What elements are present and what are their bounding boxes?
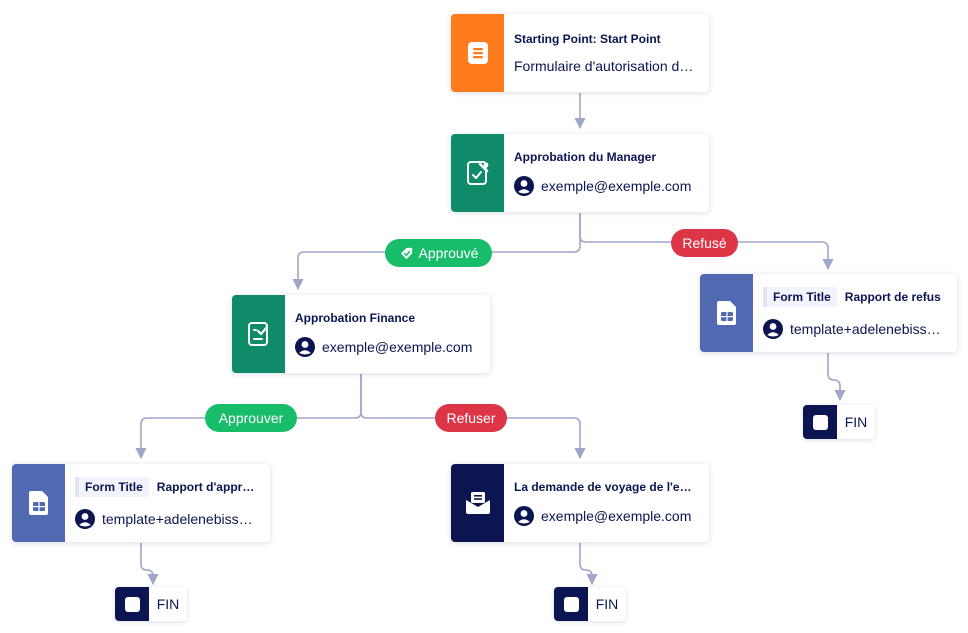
document-icon: [467, 42, 488, 64]
refused-report-email: template+adelenebissonnette: [790, 321, 947, 337]
manager-approval-icon-box: [451, 134, 504, 212]
end-node-label: FIN: [844, 414, 868, 430]
user-avatar-icon: [514, 506, 534, 526]
email-notification-icon-box: [451, 464, 504, 542]
refused-report-icon-box: [700, 274, 753, 352]
refused-report-assignee: template+adelenebissonnette: [763, 319, 947, 339]
end-node-label: FIN: [595, 596, 619, 612]
clipboard-check-icon: [247, 322, 268, 346]
pen-check-icon: [466, 161, 488, 185]
connector-report-refused-to-fin: [827, 353, 846, 402]
start-node-form-name: Formulaire d'autorisation de voyage: [514, 58, 699, 74]
branch-refused-label: Refusé: [682, 235, 727, 251]
refused-report-form-name: Rapport de refus: [844, 290, 941, 304]
user-avatar-icon: [75, 509, 95, 529]
finance-approval-icon-box: [232, 295, 285, 373]
branch-refused-pill[interactable]: Refusé: [671, 229, 738, 257]
form-table-icon: [716, 301, 736, 325]
end-node-approved-branch[interactable]: FIN: [115, 587, 187, 621]
manager-approval-email: exemple@exemple.com: [541, 178, 692, 194]
branch-refuse-label: Refuser: [446, 410, 496, 426]
manager-approval-title: Approbation du Manager: [514, 150, 656, 164]
stop-icon: [554, 587, 588, 621]
form-table-icon: [28, 491, 48, 515]
stop-icon: [115, 587, 149, 621]
user-avatar-icon: [295, 337, 315, 357]
branch-approve-label: Approuver: [218, 410, 284, 426]
approved-report-form-name: Rapport d'approbation: [156, 480, 260, 494]
tag-check-icon: [400, 247, 412, 259]
branch-refuse-pill[interactable]: Refuser: [435, 404, 507, 432]
approved-report-assignee: template+adelenebissonnette: [75, 509, 260, 529]
approved-report-email: template+adelenebissonnette: [102, 511, 260, 527]
branch-approved-pill[interactable]: Approuvé: [385, 239, 492, 267]
end-node-refused-branch[interactable]: FIN: [803, 405, 875, 439]
form-title-tag: Form Title: [763, 287, 837, 307]
manager-approval-assignee: exemple@exemple.com: [514, 176, 699, 196]
start-node-title: Starting Point: Start Point: [514, 32, 661, 46]
email-notification-assignee: exemple@exemple.com: [514, 506, 699, 526]
form-title-tag: Form Title: [75, 477, 149, 497]
user-avatar-icon: [514, 176, 534, 196]
approved-report-form-row: Form Title Rapport d'approbation: [75, 477, 260, 497]
approved-report-node[interactable]: Form Title Rapport d'approbation templat…: [12, 464, 270, 542]
refused-report-node[interactable]: Form Title Rapport de refus template+ade…: [700, 274, 957, 352]
email-notification-email: exemple@exemple.com: [541, 508, 692, 524]
email-notification-title: La demande de voyage de l'employé a été …: [514, 480, 699, 494]
connector-email-to-fin: [579, 543, 598, 586]
manager-approval-node[interactable]: Approbation du Manager exemple@exemple.c…: [451, 134, 709, 212]
refused-report-form-row: Form Title Rapport de refus: [763, 287, 947, 307]
finance-approval-title: Approbation Finance: [295, 311, 415, 325]
start-node-icon-box: [451, 14, 504, 92]
user-avatar-icon: [763, 319, 783, 339]
branch-approve-pill[interactable]: Approuver: [205, 404, 297, 432]
end-node-label: FIN: [156, 596, 180, 612]
start-node[interactable]: Starting Point: Start Point Formulaire d…: [451, 14, 709, 92]
stop-icon: [803, 405, 837, 439]
end-node-email-branch[interactable]: FIN: [554, 587, 626, 621]
finance-approval-email: exemple@exemple.com: [322, 339, 473, 355]
envelope-icon: [465, 492, 490, 514]
finance-approval-node[interactable]: Approbation Finance exemple@exemple.com: [232, 295, 490, 373]
connector-report-approved-to-fin: [140, 543, 159, 586]
approved-report-icon-box: [12, 464, 65, 542]
branch-approved-label: Approuvé: [418, 245, 479, 261]
email-notification-node[interactable]: La demande de voyage de l'employé a été …: [451, 464, 709, 542]
finance-approval-assignee: exemple@exemple.com: [295, 337, 480, 357]
